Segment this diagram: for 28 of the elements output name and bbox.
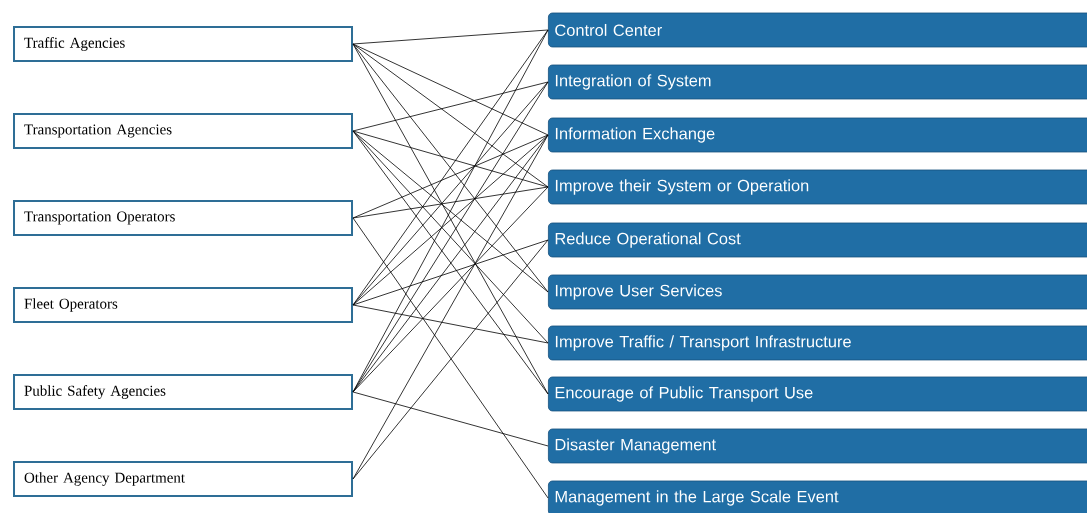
connector-line bbox=[352, 43, 549, 188]
connector-line bbox=[352, 134, 549, 219]
goal-bar: Information Exchange bbox=[548, 117, 1087, 153]
agency-box: Other Agency Department bbox=[13, 461, 353, 497]
connector-line bbox=[352, 186, 549, 393]
goal-bar: Encourage of Public Transport Use bbox=[548, 376, 1087, 412]
goal-bar: Reduce Operational Cost bbox=[548, 222, 1087, 258]
agency-box: Fleet Operators bbox=[13, 287, 353, 323]
goal-bar: Management in the Large Scale Event bbox=[548, 480, 1087, 513]
connector-line bbox=[352, 304, 549, 344]
connector-line bbox=[352, 186, 549, 219]
agency-box: Transportation Operators bbox=[13, 200, 353, 236]
goal-bar: Improve Traffic / Transport Infrastructure bbox=[548, 325, 1087, 361]
connector-line bbox=[352, 43, 549, 136]
goal-bar: Improve their System or Operation bbox=[548, 169, 1087, 205]
connector-line bbox=[352, 239, 549, 306]
agency-box: Transportation Agencies bbox=[13, 113, 353, 149]
goal-bar: Integration of System bbox=[548, 64, 1087, 100]
agency-box: Public Safety Agencies bbox=[13, 374, 353, 410]
connector-line bbox=[352, 81, 549, 132]
connector-line bbox=[352, 81, 549, 306]
goal-bar: Control Center bbox=[548, 12, 1087, 48]
connector-line bbox=[352, 130, 549, 188]
connector-line bbox=[352, 391, 549, 447]
connector-line bbox=[352, 29, 549, 45]
goal-bar: Disaster Management bbox=[548, 428, 1087, 464]
agency-box: Traffic Agencies bbox=[13, 26, 353, 62]
goal-bar: Improve User Services bbox=[548, 274, 1087, 310]
